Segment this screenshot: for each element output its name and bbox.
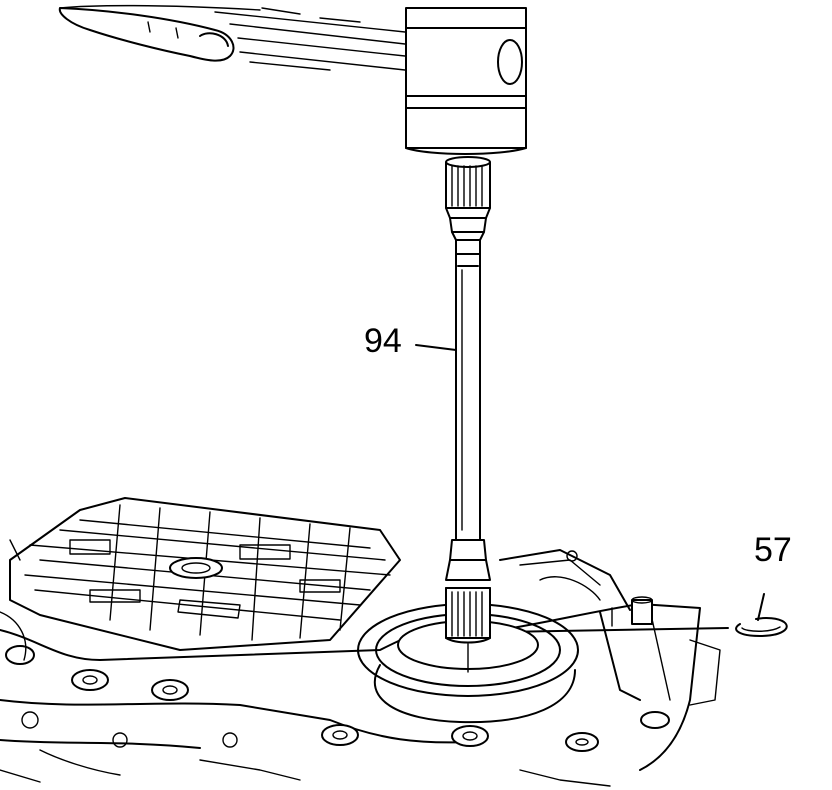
hand-illustration [58,4,261,62]
callout-57: 57 [754,531,792,569]
seal-ring [735,593,788,637]
motion-lines [214,7,406,71]
shaft-lower-end [445,587,491,671]
install-axis-line [497,627,729,633]
hammer-head [405,7,527,155]
leader-line-94 [415,344,457,351]
transmission-case [0,539,721,787]
callout-94: 94 [364,322,402,360]
valve-body [9,497,401,651]
